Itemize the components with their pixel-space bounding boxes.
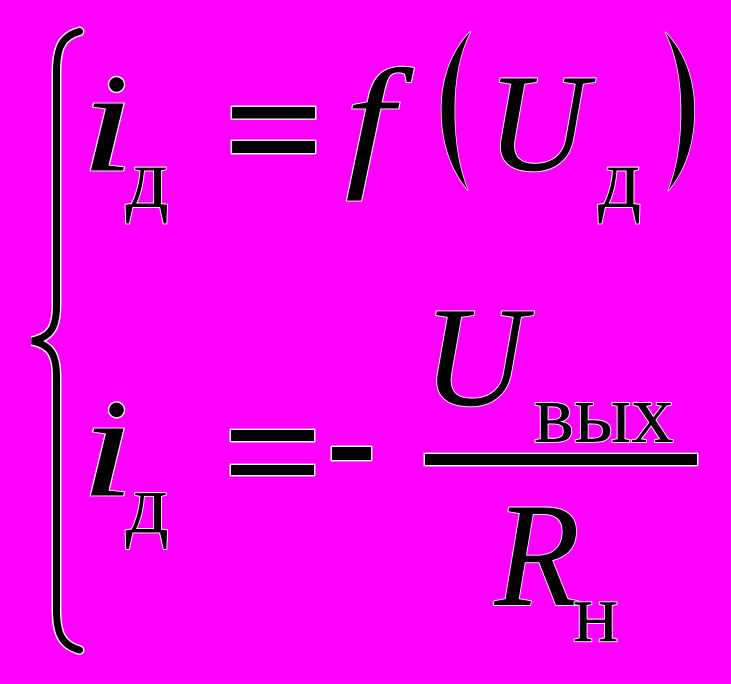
svg-text:д: д: [126, 458, 170, 552]
svg-text:н: н: [573, 566, 619, 660]
svg-text:вых: вых: [534, 367, 674, 461]
svg-text:ı: ı: [80, 41, 136, 203]
svg-text:д: д: [598, 132, 642, 226]
svg-text:д: д: [126, 132, 170, 226]
svg-text:R: R: [494, 473, 581, 638]
svg-text:U: U: [487, 46, 596, 201]
svg-text:U: U: [423, 278, 535, 436]
svg-text:ı: ı: [80, 366, 136, 528]
